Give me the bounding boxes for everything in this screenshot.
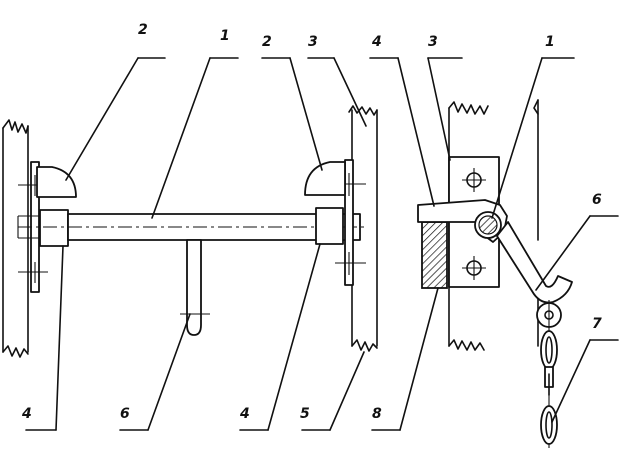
left-bushing (39, 209, 69, 247)
part-labels: 2 1 2 3 4 3 1 6 7 4 6 4 5 8 (21, 22, 602, 422)
label-2-middle-cap: 2 (262, 34, 272, 50)
label-6-link: 6 (592, 192, 602, 208)
leader-lines (25, 57, 619, 431)
label-6-handle: 6 (120, 406, 130, 422)
chain (540, 300, 558, 448)
label-1-pin: 1 (545, 34, 555, 50)
swing-link (496, 221, 573, 304)
label-7-chain: 7 (592, 316, 602, 332)
pivot-pin (474, 211, 502, 239)
bolt-handle (180, 239, 210, 336)
middle-wall-plate (335, 159, 366, 286)
left-cap (36, 166, 77, 198)
label-4-left-bushing: 4 (21, 406, 32, 422)
label-4-middle-bushing: 4 (239, 406, 250, 422)
label-2-left-cap: 2 (138, 22, 148, 38)
label-1-rod: 1 (220, 28, 230, 44)
hatched-block (421, 221, 448, 289)
label-8-block: 8 (372, 406, 382, 422)
label-4-lever: 4 (371, 34, 382, 50)
label-3-middle-wall: 3 (308, 34, 318, 50)
middle-bushing (315, 207, 344, 245)
label-3-plate: 3 (428, 34, 438, 50)
label-5-wall: 5 (300, 406, 310, 422)
middle-cap (304, 161, 346, 196)
left-wall (2, 119, 29, 358)
